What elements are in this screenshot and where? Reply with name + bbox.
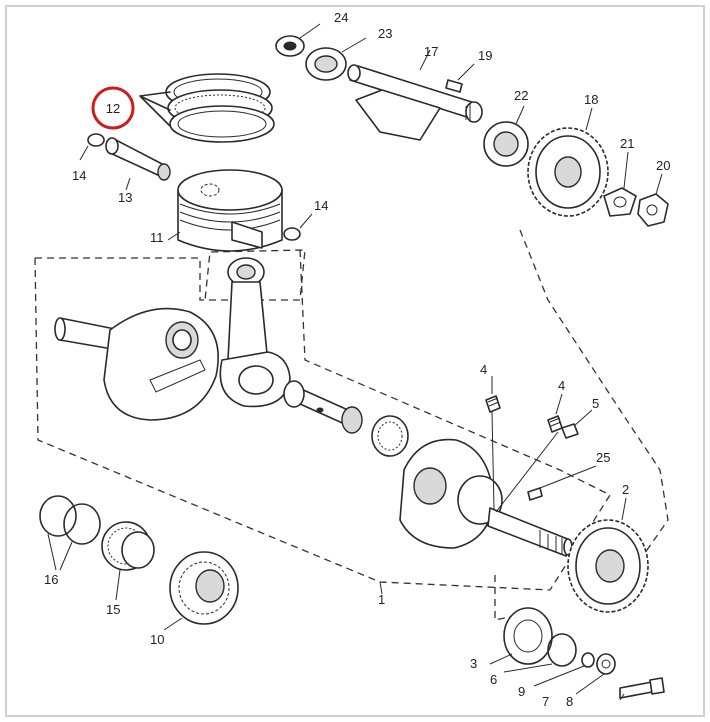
key-25 bbox=[527, 465, 597, 501]
label-1: 1 bbox=[378, 592, 385, 607]
bearing-23 bbox=[305, 37, 367, 81]
label-13: 13 bbox=[118, 190, 132, 205]
label-17: 17 bbox=[424, 44, 438, 59]
needle-bearing-15 bbox=[101, 521, 155, 601]
plate-3 bbox=[489, 607, 553, 665]
label-20: 20 bbox=[656, 158, 670, 173]
label-19: 19 bbox=[478, 48, 492, 63]
balancer-gear-18 bbox=[527, 107, 609, 217]
needle-bearing bbox=[371, 415, 409, 457]
label-14-right: 14 bbox=[314, 198, 328, 213]
leader-4-left bbox=[491, 411, 495, 511]
ball-bearing-10 bbox=[163, 551, 239, 631]
label-24: 24 bbox=[334, 10, 348, 25]
label-8: 8 bbox=[566, 694, 573, 709]
circlip-6 bbox=[503, 633, 577, 673]
label-15: 15 bbox=[106, 602, 120, 617]
oil-seal-24 bbox=[275, 23, 321, 57]
label-4-left: 4 bbox=[480, 362, 487, 377]
bolt-7 bbox=[619, 677, 665, 701]
piston-pin bbox=[105, 137, 171, 191]
circlip-left bbox=[79, 133, 105, 161]
crank-web-right bbox=[399, 438, 573, 557]
bearing-22 bbox=[483, 105, 529, 167]
label-6: 6 bbox=[490, 672, 497, 687]
label-3: 3 bbox=[470, 656, 477, 671]
label-5: 5 bbox=[592, 396, 599, 411]
connecting-rod bbox=[219, 257, 291, 408]
circlip-right bbox=[283, 213, 313, 241]
label-18: 18 bbox=[584, 92, 598, 107]
label-16: 16 bbox=[44, 572, 58, 587]
label-12: 12 bbox=[106, 101, 120, 116]
timing-gear-2 bbox=[567, 497, 649, 613]
piston bbox=[167, 169, 283, 252]
crank-pin bbox=[283, 380, 363, 434]
spring-4-right bbox=[547, 393, 563, 433]
label-25: 25 bbox=[596, 450, 610, 465]
pin-5 bbox=[561, 409, 593, 439]
spring-4-left bbox=[485, 376, 501, 413]
woodruff-key-19 bbox=[445, 63, 475, 93]
label-22: 22 bbox=[514, 88, 528, 103]
highlight-circle bbox=[91, 86, 135, 130]
frame-border bbox=[5, 5, 705, 717]
nut-20 bbox=[637, 173, 669, 227]
snap-rings-16 bbox=[39, 495, 101, 571]
label-4-right: 4 bbox=[558, 378, 565, 393]
label-2: 2 bbox=[622, 482, 629, 497]
label-11: 11 bbox=[150, 230, 164, 245]
label-14-left: 14 bbox=[72, 168, 86, 183]
lock-washer-21 bbox=[603, 151, 637, 217]
leader-4-right bbox=[495, 431, 559, 513]
label-10: 10 bbox=[150, 632, 164, 647]
washer-9 bbox=[533, 652, 595, 687]
label-21: 21 bbox=[620, 136, 634, 151]
leader-1 bbox=[379, 581, 383, 595]
label-23: 23 bbox=[378, 26, 392, 41]
balancer-shaft bbox=[347, 49, 483, 141]
washer-8 bbox=[575, 653, 616, 695]
crank-web-left bbox=[54, 307, 219, 421]
label-7: 7 bbox=[542, 694, 549, 709]
part-labels: 12 14 13 11 14 24 23 17 19 22 18 21 20 4… bbox=[44, 10, 670, 709]
label-9: 9 bbox=[518, 684, 525, 699]
piston-rings bbox=[139, 73, 275, 143]
